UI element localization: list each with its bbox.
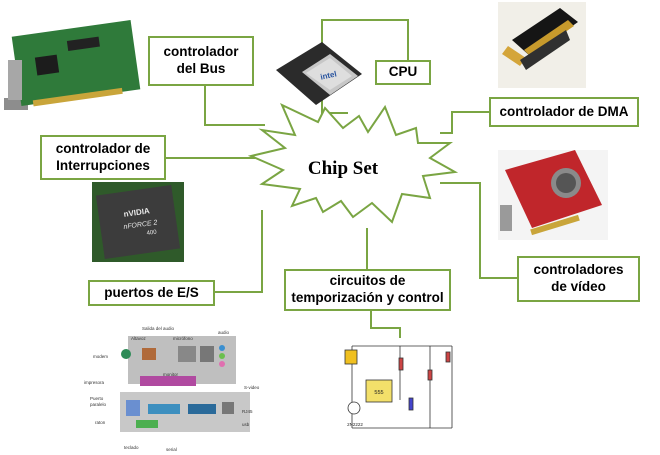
label-monitor: monitor bbox=[163, 372, 179, 377]
label-raton: raton bbox=[95, 420, 106, 425]
label-s-video: S-video bbox=[244, 385, 260, 390]
node-bus-controller-label: controlador del Bus bbox=[163, 44, 239, 76]
label-altavoz: Altavoz bbox=[131, 336, 147, 341]
label-serial: serial bbox=[166, 447, 177, 452]
circuit-ic-label: 555 bbox=[374, 390, 383, 396]
nvidia-line1: nVIDIA bbox=[123, 206, 150, 219]
nvidia-chip-image: nVIDIA nFORCE 2 400 bbox=[92, 182, 184, 262]
label-rj45: RJ45 bbox=[242, 409, 253, 414]
label-impresora: impresora bbox=[84, 380, 105, 385]
node-cpu: CPU bbox=[375, 60, 431, 85]
label-teclado: teclado bbox=[124, 445, 139, 450]
cpu-chip-image: intel bbox=[276, 42, 362, 105]
circuit-transistor-label: 2N2222 bbox=[347, 422, 363, 427]
label-puerto-paralelo: Puerto paralelo bbox=[90, 396, 107, 407]
video-card-image bbox=[498, 150, 608, 240]
timing-circuit-image bbox=[342, 340, 464, 440]
nvidia-line2: nFORCE 2 bbox=[123, 219, 158, 231]
label-microfono: micrófono bbox=[173, 336, 193, 341]
node-bus-controller: controlador del Bus bbox=[148, 36, 254, 86]
connector-video bbox=[440, 182, 517, 279]
io-panel-image: Altavoz Salida del audio micrófono audio… bbox=[84, 326, 260, 452]
connector-bus bbox=[204, 86, 265, 126]
pci-card-image bbox=[4, 19, 141, 110]
label-puerto-paralelo-l2: paralelo bbox=[90, 402, 107, 407]
node-interrupt-label: controlador de Interrupciones bbox=[55, 140, 151, 173]
nvidia-line3: 400 bbox=[146, 229, 157, 236]
connector-timing-circuit bbox=[370, 311, 401, 338]
label-audio: audio bbox=[218, 330, 230, 335]
label-puerto-paralelo-l1: Puerto bbox=[90, 396, 104, 401]
connector-io bbox=[215, 210, 263, 293]
chipset-label: Chip Set bbox=[308, 158, 379, 179]
node-timing-circuits: circuitos de temporización y control bbox=[284, 269, 451, 311]
cpu-brand: intel bbox=[319, 69, 337, 81]
node-dma-label: controlador de DMA bbox=[499, 103, 629, 119]
label-modem: modem bbox=[93, 354, 108, 359]
dma-module-image bbox=[498, 2, 586, 88]
node-interrupt-controller: controlador de Interrupciones bbox=[40, 135, 166, 180]
node-timing-label: circuitos de temporización y control bbox=[291, 273, 444, 305]
connector-dma bbox=[440, 111, 490, 134]
node-io-label: puertos de E/S bbox=[104, 284, 199, 300]
node-video-controllers: controladores de vídeo bbox=[517, 256, 640, 302]
node-io-ports: puertos de E/S bbox=[88, 280, 215, 306]
label-usb: usb bbox=[242, 422, 250, 427]
node-cpu-label: CPU bbox=[388, 64, 418, 80]
label-salida-audio: Salida del audio bbox=[142, 326, 175, 331]
node-dma-controller: controlador de DMA bbox=[489, 97, 639, 127]
node-video-label: controladores de vídeo bbox=[533, 262, 624, 294]
chipset-star bbox=[247, 102, 459, 224]
